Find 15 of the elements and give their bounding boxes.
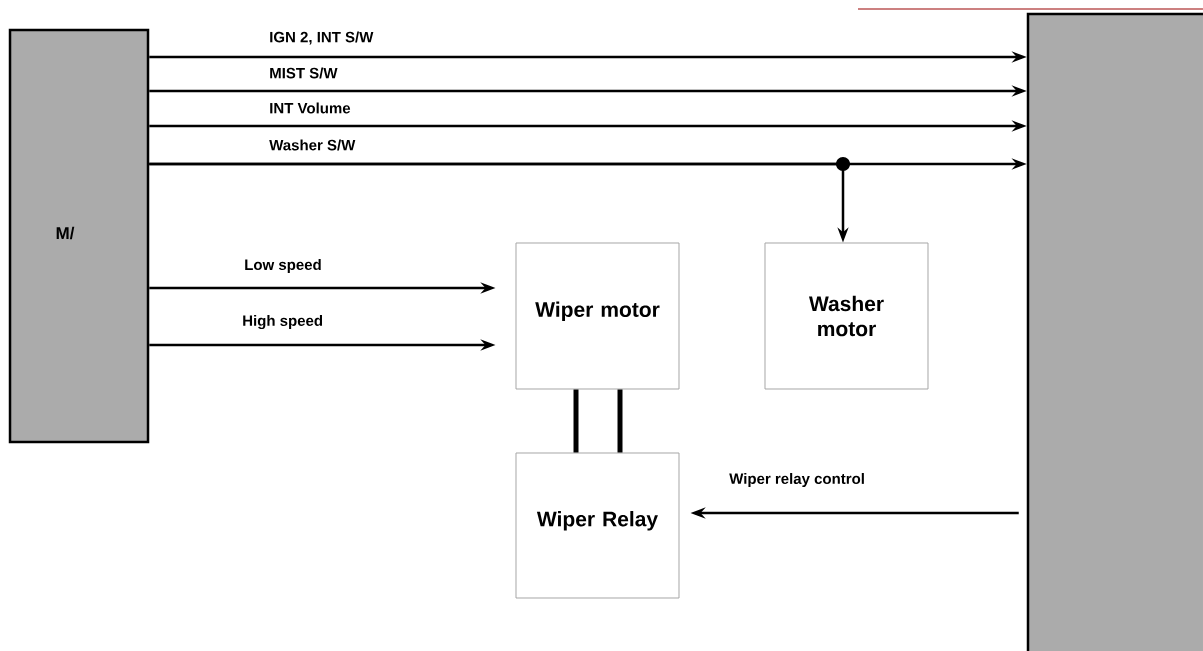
- edge-label: Wiper relay control: [729, 473, 864, 487]
- connector-bar: [617, 389, 623, 453]
- junction-dot: [836, 157, 850, 171]
- edge-label: Washer S/W: [269, 139, 356, 151]
- connector-bar: [573, 389, 579, 453]
- relay-box: Wiper Relay: [515, 452, 680, 599]
- edge-label: Low speed: [245, 259, 321, 273]
- edge-label: MIST S/W: [270, 67, 338, 79]
- washer-motor-box: Washer motor: [764, 242, 929, 390]
- edge-label: IGN 2, INT S/W: [270, 31, 374, 45]
- edge-label: High speed: [243, 314, 323, 330]
- controller-box: M/: [8, 28, 150, 444]
- control-unit-box: [1026, 12, 1203, 651]
- wiper-motor-box: Wiper motor: [515, 242, 680, 390]
- edge-label: INT Volume: [270, 102, 351, 114]
